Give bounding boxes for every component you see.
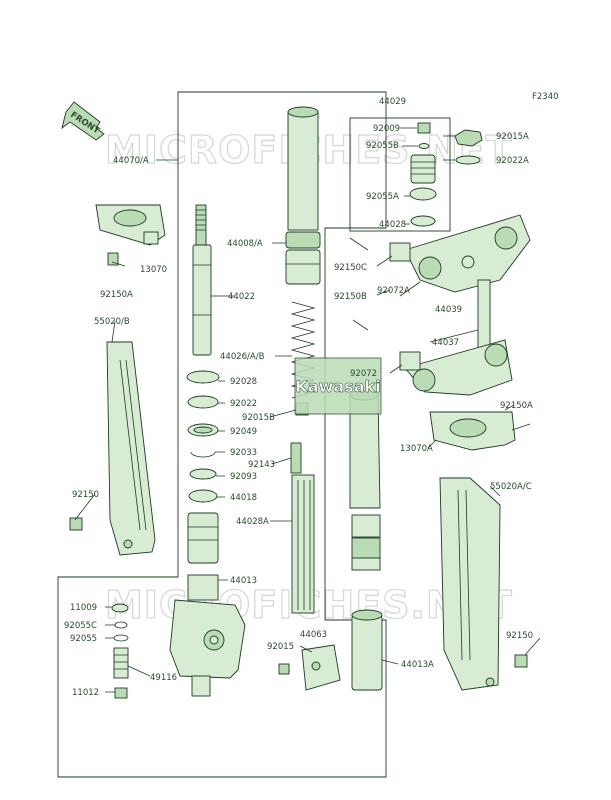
label-92009: 92009 bbox=[373, 124, 400, 134]
label-44028: 44028 bbox=[379, 220, 406, 230]
damper-rod bbox=[192, 204, 212, 356]
label-92055a: 92055A bbox=[366, 192, 399, 202]
label-44008a: 44008/A bbox=[227, 239, 263, 249]
bolt-92015 bbox=[278, 663, 290, 675]
bolt-92150-right bbox=[514, 654, 528, 668]
outer-fork-tube bbox=[349, 389, 383, 691]
label-92072: 92072 bbox=[350, 369, 377, 379]
label-13070a: 13070A bbox=[400, 444, 433, 454]
label-44070a: 44070/A bbox=[113, 156, 149, 166]
label-92055b: 92055B bbox=[366, 141, 399, 151]
label-92055: 92055 bbox=[70, 634, 97, 644]
cartridge-cylinder bbox=[187, 512, 219, 564]
steering-stem bbox=[399, 279, 513, 396]
figure-code: F2340 bbox=[532, 92, 559, 102]
label-92015a: 92015A bbox=[496, 132, 529, 142]
label-92150a-top: 92150A bbox=[100, 290, 133, 300]
cap-detail-box bbox=[349, 117, 451, 232]
label-92093: 92093 bbox=[230, 472, 257, 482]
label-92150-left: 92150 bbox=[72, 490, 99, 500]
label-13070: 13070 bbox=[140, 265, 167, 275]
part-labels: 44029 44070/A 92009 92055B 92055A 44028 … bbox=[64, 97, 533, 698]
bolt-92150a-top bbox=[107, 252, 119, 266]
inner-tube-upper bbox=[285, 106, 321, 285]
fork-guard-right bbox=[439, 477, 501, 691]
front-arrow-icon: FRONT bbox=[61, 101, 105, 141]
label-92143: 92143 bbox=[248, 460, 275, 470]
seal-stack bbox=[186, 370, 220, 503]
label-44013a: 44013A bbox=[401, 660, 434, 670]
adjuster-parts bbox=[111, 603, 129, 699]
label-44026ab: 44026/A/B bbox=[220, 352, 265, 362]
kawasaki-logo: Kawasaki bbox=[294, 357, 382, 415]
fork-guard-clamp-left bbox=[95, 204, 166, 246]
label-11009: 11009 bbox=[70, 603, 97, 613]
label-92072a: 92072A bbox=[377, 286, 410, 296]
bolt-92150c bbox=[349, 237, 369, 251]
bolt-92150-left bbox=[69, 517, 83, 531]
cap-box-parts bbox=[409, 122, 437, 227]
main-assembly-frame bbox=[57, 91, 387, 778]
label-44063: 44063 bbox=[300, 630, 327, 640]
label-92015b: 92015B bbox=[242, 413, 275, 423]
label-92055c: 92055C bbox=[64, 621, 97, 631]
label-44039: 44039 bbox=[435, 305, 462, 315]
label-92028: 92028 bbox=[230, 377, 257, 387]
sliding-tube bbox=[291, 474, 315, 614]
label-49116: 49116 bbox=[150, 673, 177, 683]
label-92022: 92022 bbox=[230, 399, 257, 409]
nut-92015a bbox=[454, 129, 483, 147]
axle-bracket-left bbox=[169, 574, 246, 697]
label-92049: 92049 bbox=[230, 427, 257, 437]
label-92022a: 92022A bbox=[496, 156, 529, 166]
washer-92022a bbox=[455, 155, 481, 165]
svg-text:Kawasaki: Kawasaki bbox=[295, 377, 380, 396]
label-92150-right: 92150 bbox=[506, 631, 533, 641]
label-11012: 11012 bbox=[72, 688, 99, 698]
leader-lines bbox=[74, 127, 541, 693]
label-44022: 44022 bbox=[228, 292, 255, 302]
label-44013: 44013 bbox=[230, 576, 257, 586]
fork-guard-left bbox=[106, 341, 156, 556]
label-44029: 44029 bbox=[379, 97, 406, 107]
label-44028a: 44028A bbox=[236, 517, 269, 527]
label-92150b: 92150B bbox=[334, 292, 367, 302]
rod-92143 bbox=[290, 442, 302, 474]
label-92150a-right: 92150A bbox=[500, 401, 533, 411]
label-44037: 44037 bbox=[432, 338, 459, 348]
label-55020ac: 55020A/C bbox=[490, 482, 532, 492]
label-44018: 44018 bbox=[230, 493, 257, 503]
label-92015: 92015 bbox=[267, 642, 294, 652]
bolt-92150b bbox=[352, 319, 369, 331]
upper-triple-clamp bbox=[389, 214, 531, 293]
label-92150c: 92150C bbox=[334, 263, 367, 273]
label-55020b: 55020/B bbox=[94, 317, 130, 327]
axle-clamp-44063 bbox=[301, 644, 341, 691]
fork-guard-clamp-right bbox=[429, 411, 531, 451]
label-92033: 92033 bbox=[230, 448, 257, 458]
